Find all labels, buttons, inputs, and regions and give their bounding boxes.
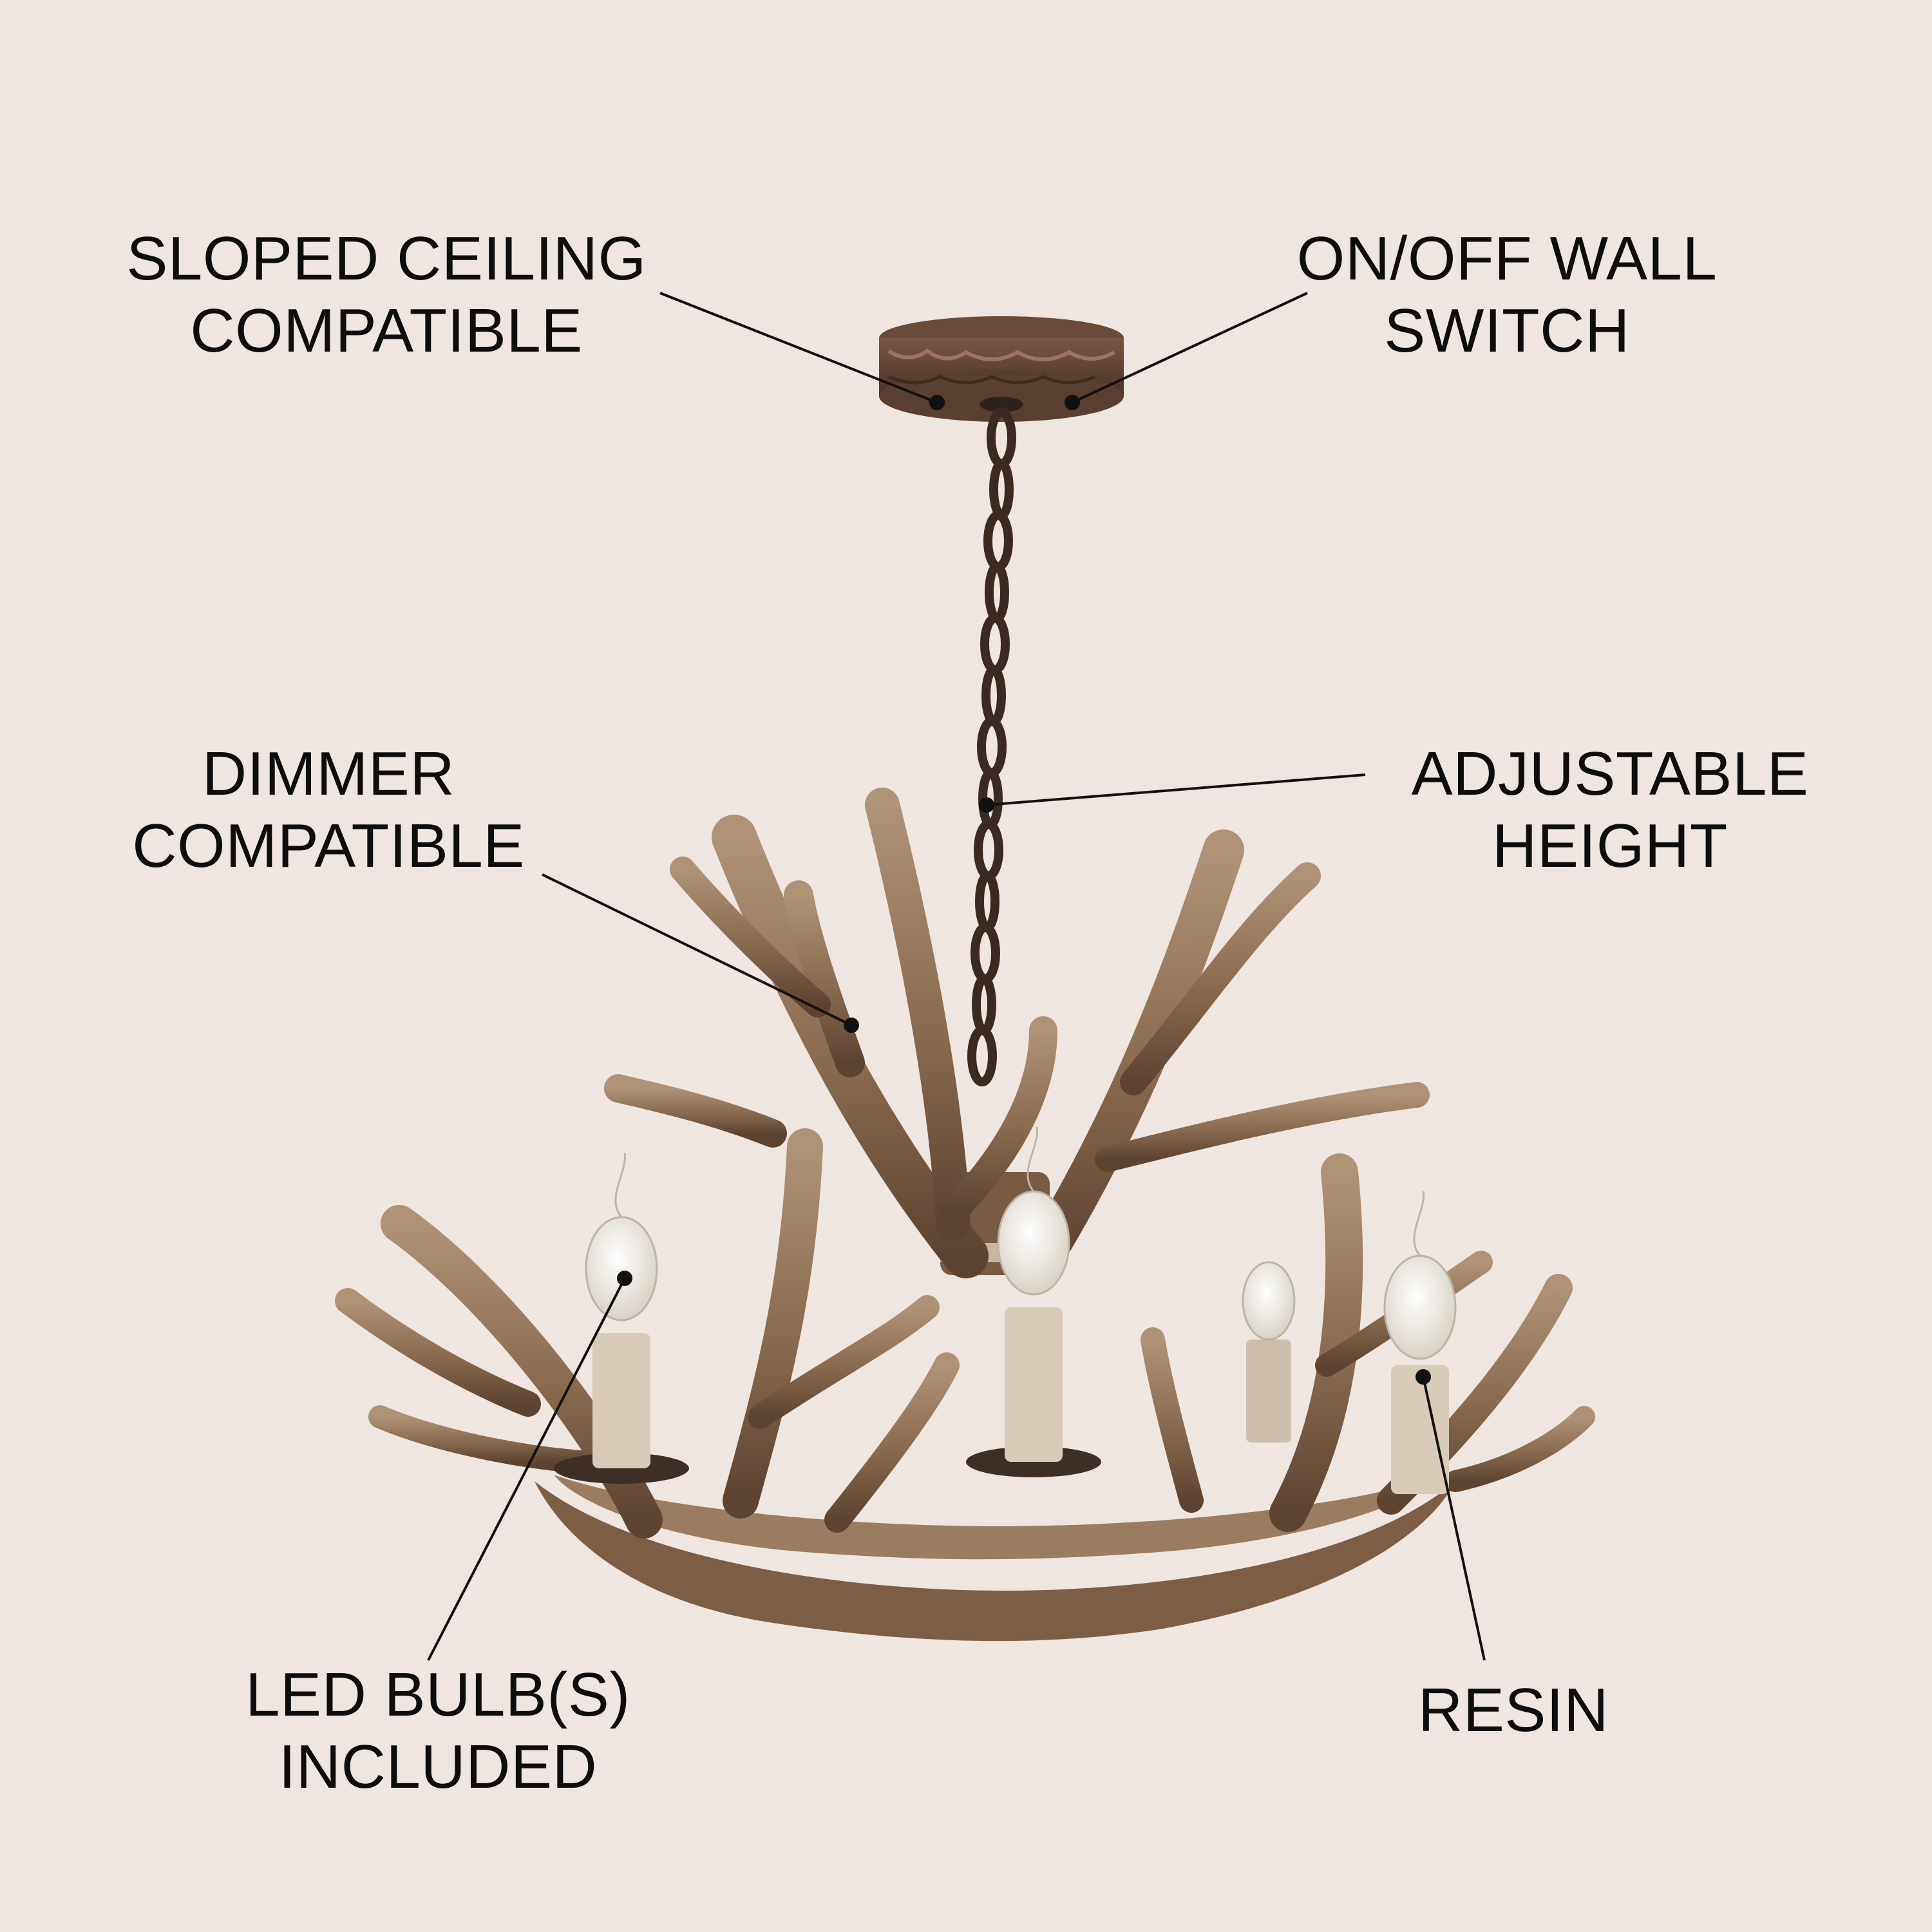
candle-back [1242,1261,1296,1443]
callout-wall-switch: ON/OFF WALL SWITCH [1217,223,1797,367]
callout-line: ADJUSTABLE [1411,739,1809,808]
callout-line: INCLUDED [278,1732,598,1801]
candle-right [1383,1191,1457,1494]
callout-dimmer: DIMMER COMPATIBLE [39,738,618,882]
callout-leader-lines [427,292,1486,1661]
callout-line: HEIGHT [1492,811,1728,880]
callout-line: LED BULB(S) [245,1660,630,1729]
callout-line: COMPATIBLE [190,296,583,365]
hanging-chain [967,408,1016,1086]
candle-center [966,1126,1101,1477]
callout-adjustable-height: ADJUSTABLE HEIGHT [1320,738,1900,882]
callout-resin: RESIN [1224,1674,1803,1747]
callout-line: DIMMER [202,739,455,808]
callout-line: RESIN [1418,1676,1609,1745]
callout-led-bulbs: LED BULB(S) INCLUDED [148,1659,728,1803]
ceiling-canopy [879,316,1124,422]
callout-line: ON/OFF WALL [1296,224,1718,293]
upper-antlers [604,788,1430,1278]
candle-left [554,1152,689,1484]
callout-line: COMPATIBLE [132,811,525,880]
callout-sloped-ceiling: SLOPED CEILING COMPATIBLE [97,223,676,367]
callout-line: SWITCH [1384,296,1630,365]
callout-line: SLOPED CEILING [126,224,647,293]
